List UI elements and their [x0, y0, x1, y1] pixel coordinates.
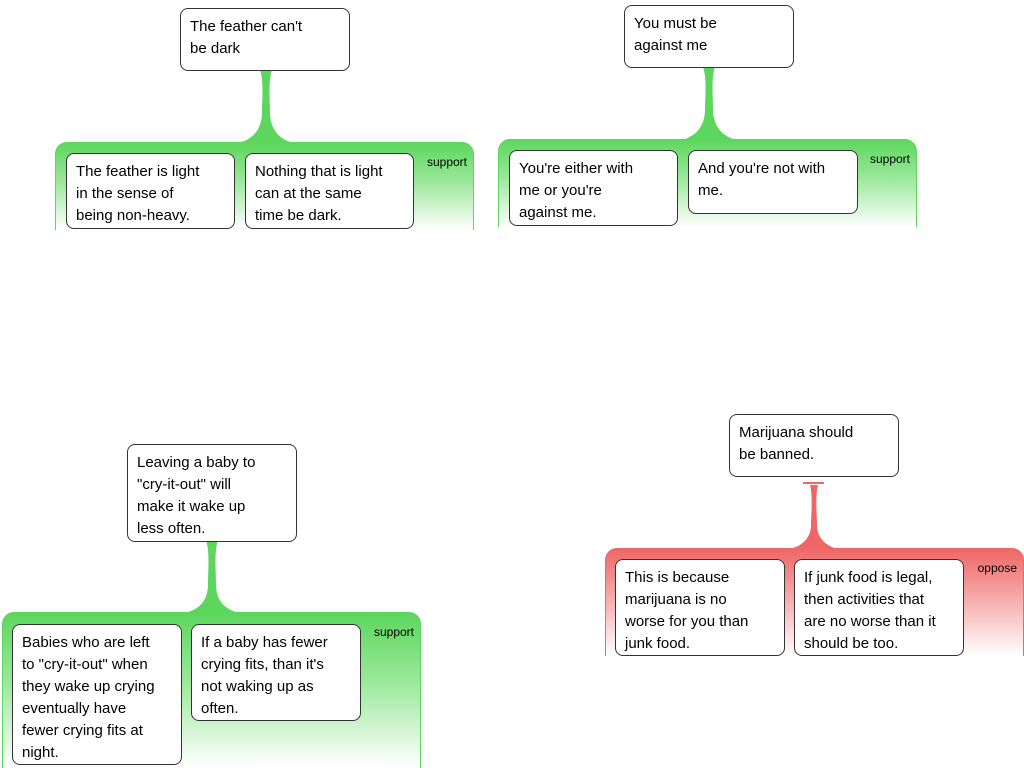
premise-box[interactable]: If a baby has fewer crying fits, than it… [191, 624, 361, 721]
reason-type-label: support [373, 625, 414, 639]
premise-box[interactable]: And you're not with me. [688, 150, 858, 214]
reason-type-label: support [869, 152, 910, 166]
claim-box[interactable]: You must be against me [624, 5, 794, 68]
claim-box[interactable]: Marijuana should be banned. [729, 414, 899, 477]
reason-type-label: support [426, 155, 467, 169]
premise-box[interactable]: You're either with me or you're against … [509, 150, 678, 226]
claim-box[interactable]: The feather can't be dark [180, 8, 350, 71]
reason-type-label: oppose [977, 561, 1017, 575]
claim-box[interactable]: Leaving a baby to "cry-it-out" will make… [127, 444, 297, 542]
connector-map-1 [238, 70, 294, 143]
premise-box[interactable]: The feather is light in the sense of bei… [66, 153, 235, 229]
premise-box[interactable]: This is because marijuana is no worse fo… [615, 559, 785, 656]
premise-box[interactable]: If junk food is legal, then activities t… [794, 559, 964, 656]
connector-map-4 [790, 485, 838, 549]
connector-map-3 [184, 540, 240, 613]
connector-map-2 [681, 67, 737, 140]
premise-box[interactable]: Nothing that is light can at the same ti… [245, 153, 414, 229]
premise-box[interactable]: Babies who are left to "cry-it-out" when… [12, 624, 182, 765]
